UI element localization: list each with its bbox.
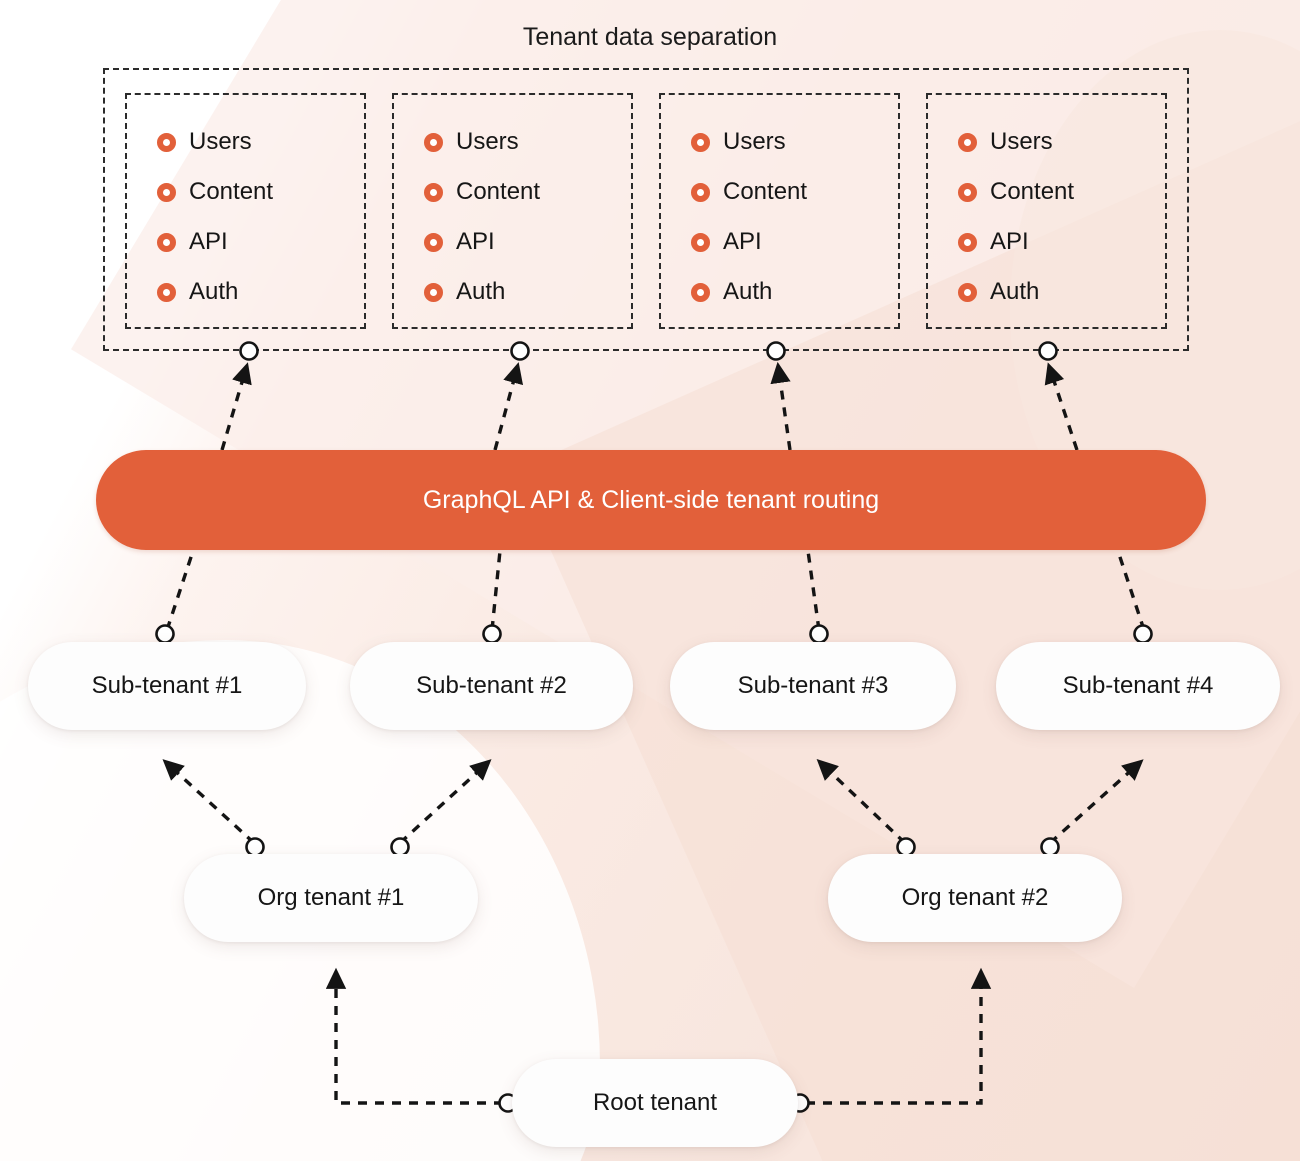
org-tenant-2-node[interactable]: Org tenant #2 (828, 854, 1122, 942)
resource-label: Content (723, 178, 808, 205)
ring-icon (958, 282, 977, 302)
edge-root-to-org-2 (806, 967, 992, 1105)
resource-label: Users (990, 128, 1053, 155)
org-tenant-label: Org tenant #1 (257, 884, 405, 911)
resource-item: API (157, 217, 364, 267)
ring-icon (424, 132, 443, 152)
ring-icon (958, 232, 977, 252)
graphql-api-bar-label: GraphQL API & Client-side tenant routing (422, 485, 880, 514)
port-circle-icon-org-2-left[interactable] (896, 837, 916, 857)
ring-icon (157, 232, 176, 252)
resource-item: API (424, 217, 631, 267)
resource-item: Auth (424, 267, 631, 317)
resource-label: Auth (456, 278, 506, 305)
edge-api-to-tenant-4 (1044, 362, 1079, 451)
resource-label: Users (723, 128, 786, 155)
sub-tenant-1-node[interactable]: Sub-tenant #1 (28, 642, 306, 730)
edge-sub-4-to-api (1116, 550, 1146, 631)
resource-label: API (189, 228, 228, 255)
resource-label: Content (456, 178, 541, 205)
edge-org-1-to-sub-2 (398, 759, 492, 845)
edge-org-2-to-sub-3 (816, 758, 907, 845)
sub-tenant-label: Sub-tenant #2 (416, 672, 567, 699)
sub-tenant-label: Sub-tenant #3 (737, 672, 889, 699)
sub-tenant-label: Sub-tenant #4 (1062, 672, 1214, 699)
port-circle-icon-org-2-right[interactable] (1040, 837, 1060, 857)
resource-item: Users (157, 117, 364, 167)
resource-label: API (990, 228, 1029, 255)
port-circle-icon-org-1-right[interactable] (390, 837, 410, 857)
ring-icon (691, 182, 710, 202)
resource-item: Content (424, 167, 631, 217)
port-circle-icon-sub-1[interactable] (155, 624, 175, 644)
tenant-card-2[interactable]: Users Content API Auth (392, 93, 633, 329)
port-circle-icon-sub-4[interactable] (1133, 624, 1153, 644)
edge-sub-2-to-api (490, 550, 502, 631)
sub-tenant-label: Sub-tenant #1 (91, 672, 243, 699)
ring-icon (424, 282, 443, 302)
ring-icon (691, 132, 710, 152)
resource-item: API (691, 217, 898, 267)
resource-label: Auth (990, 278, 1040, 305)
resource-label: API (723, 228, 762, 255)
ring-icon (424, 232, 443, 252)
port-circle-icon-sub-3[interactable] (809, 624, 829, 644)
ring-icon (424, 182, 443, 202)
resource-label: Content (189, 178, 274, 205)
root-tenant-label: Root tenant (592, 1089, 718, 1116)
resource-label: Users (456, 128, 519, 155)
resource-label: Content (990, 178, 1075, 205)
resource-item: Content (691, 167, 898, 217)
resource-label: Users (189, 128, 252, 155)
graphql-api-bar[interactable]: GraphQL API & Client-side tenant routing (96, 450, 1206, 550)
resource-item: Users (691, 117, 898, 167)
resource-item: API (958, 217, 1165, 267)
resource-label: Auth (189, 278, 239, 305)
resource-item: Users (424, 117, 631, 167)
edge-org-1-to-sub-1 (162, 759, 256, 845)
ring-icon (958, 132, 977, 152)
ring-icon (958, 182, 977, 202)
page-title: Tenant data separation (522, 23, 778, 51)
resource-label: API (456, 228, 495, 255)
org-tenant-1-node[interactable]: Org tenant #1 (184, 854, 478, 942)
resource-item: Content (157, 167, 364, 217)
edge-api-to-tenant-3 (770, 361, 792, 451)
tenant-card-row: Users Content API Auth Users Conte (103, 68, 1189, 351)
edge-api-to-tenant-2 (493, 362, 524, 451)
edge-root-to-org-1 (325, 967, 503, 1105)
sub-tenant-4-node[interactable]: Sub-tenant #4 (996, 642, 1280, 730)
port-circle-icon-sub-2[interactable] (482, 624, 502, 644)
edge-api-to-tenant-1 (220, 362, 252, 451)
tenant-card-3[interactable]: Users Content API Auth (659, 93, 900, 329)
edge-org-2-to-sub-4 (1048, 759, 1144, 845)
tenant-card-1[interactable]: Users Content API Auth (125, 93, 366, 329)
ring-icon (157, 182, 176, 202)
ring-icon (157, 132, 176, 152)
resource-item: Auth (691, 267, 898, 317)
ring-icon (691, 282, 710, 302)
ring-icon (691, 232, 710, 252)
resource-item: Content (958, 167, 1165, 217)
sub-tenant-2-node[interactable]: Sub-tenant #2 (350, 642, 633, 730)
resource-item: Auth (157, 267, 364, 317)
resource-label: Auth (723, 278, 773, 305)
edge-sub-3-to-api (806, 550, 821, 631)
port-circle-icon-org-1-left[interactable] (245, 837, 265, 857)
resource-item: Users (958, 117, 1165, 167)
resource-item: Auth (958, 267, 1165, 317)
root-tenant-node[interactable]: Root tenant (512, 1059, 798, 1147)
org-tenant-label: Org tenant #2 (901, 884, 1049, 911)
tenant-card-4[interactable]: Users Content API Auth (926, 93, 1167, 329)
edge-sub-1-to-api (165, 550, 195, 631)
sub-tenant-3-node[interactable]: Sub-tenant #3 (670, 642, 956, 730)
ring-icon (157, 282, 176, 302)
